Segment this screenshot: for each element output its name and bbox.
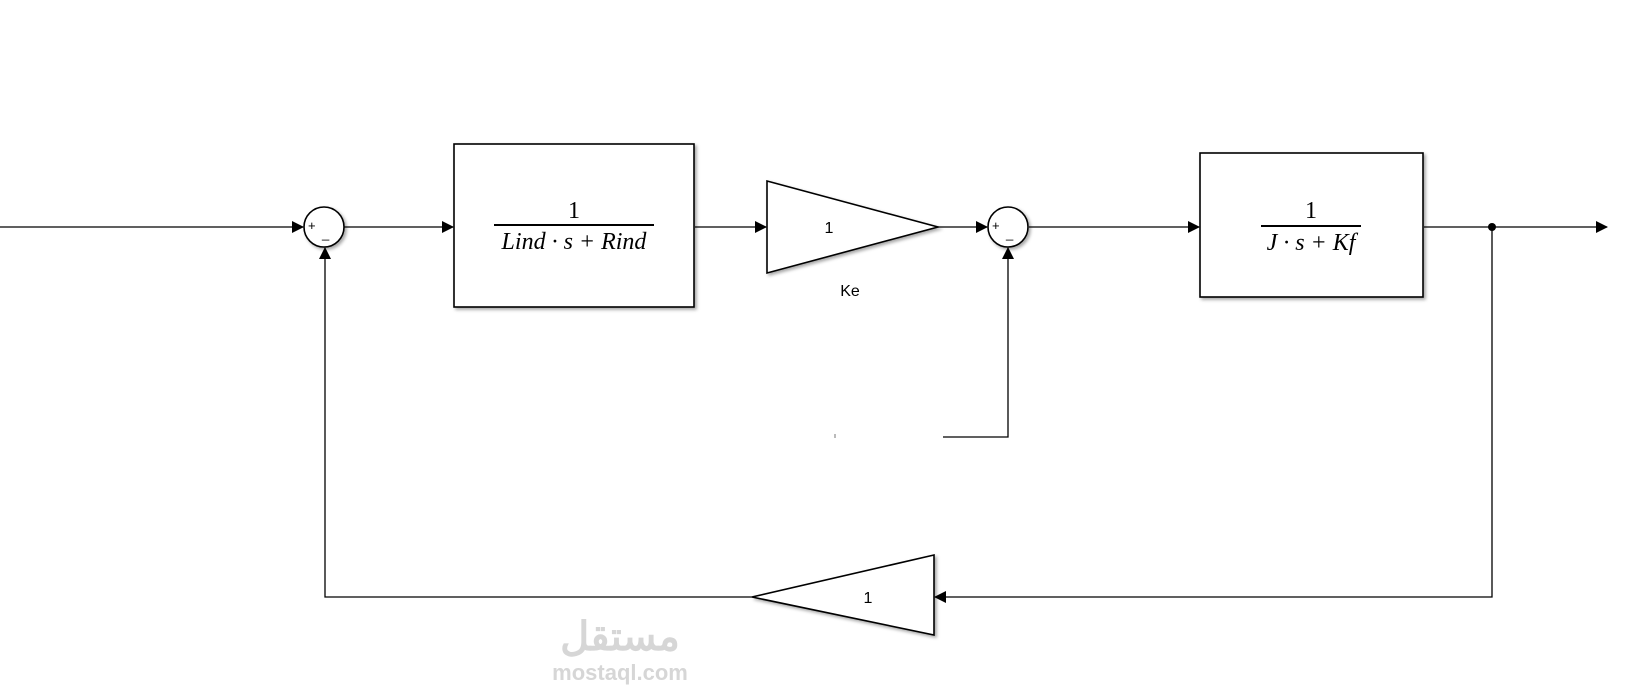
tf2-denominator: J · s + Kf bbox=[1267, 230, 1359, 256]
transfer-function-block-1[interactable]: 1 Lind · s + Rind bbox=[453, 143, 695, 308]
transfer-function-block-2[interactable]: 1 J · s + Kf bbox=[1199, 152, 1424, 298]
tf1-numerator: 1 bbox=[568, 198, 580, 224]
stray-mark bbox=[834, 434, 836, 438]
sum2-plus-sign: + bbox=[992, 218, 1000, 233]
gain-block-ke[interactable]: 1 bbox=[766, 179, 942, 275]
tf2-numerator: 1 bbox=[1305, 198, 1317, 224]
tf1-denominator: Lind · s + Rind bbox=[501, 229, 648, 255]
feedback-signal-line[interactable] bbox=[934, 227, 1493, 603]
watermark-text: mostaql.com bbox=[552, 660, 688, 685]
branch-point bbox=[1488, 223, 1496, 231]
gain-ke-value: 1 bbox=[825, 220, 834, 237]
gain-block-feedback[interactable]: 1 bbox=[751, 553, 935, 636]
sum1-minus-sign: _ bbox=[321, 226, 330, 241]
gain-ke-label: Ke bbox=[840, 283, 860, 300]
gain-feedback-value: 1 bbox=[864, 590, 873, 607]
feedback-to-sum1-line[interactable] bbox=[319, 247, 752, 598]
watermark-logo: مستقل bbox=[560, 615, 680, 659]
disturbance-to-sum2-line[interactable] bbox=[943, 247, 1014, 438]
sum1-plus-sign: + bbox=[308, 218, 316, 233]
sum-block-2[interactable]: + _ bbox=[987, 206, 1029, 248]
sum2-minus-sign: _ bbox=[1005, 226, 1014, 241]
sum-block-1[interactable]: + _ bbox=[303, 206, 345, 248]
mostaql-watermark: مستقل mostaql.com bbox=[552, 615, 688, 685]
